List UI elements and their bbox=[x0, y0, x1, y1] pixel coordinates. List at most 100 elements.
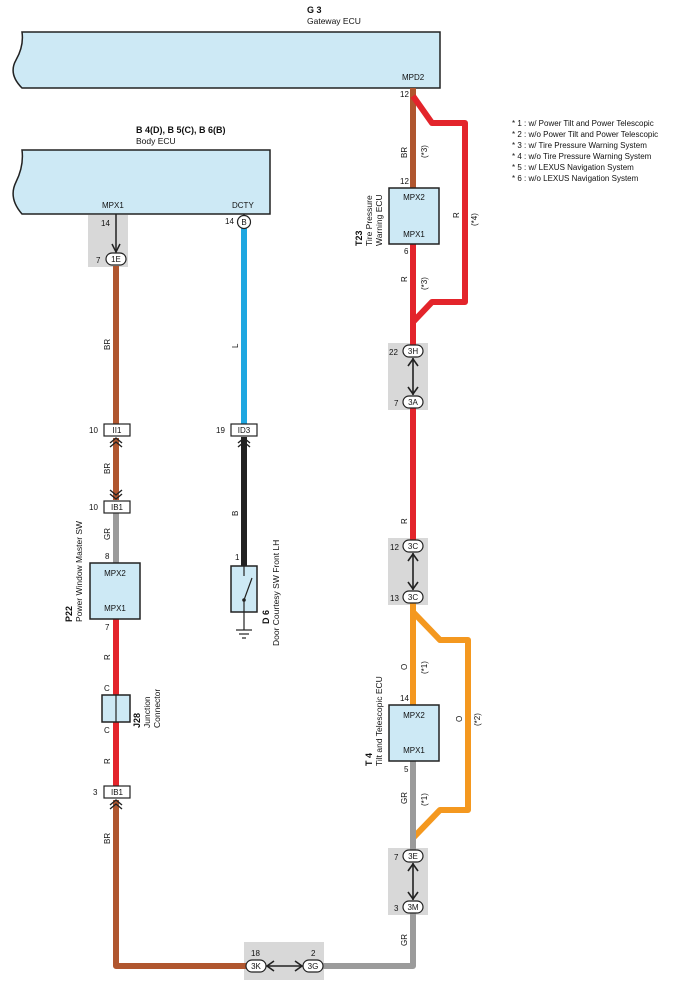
tire-pressure-warning-ecu: MPX2 MPX1 12 6 T23 Tire Pressure Warning… bbox=[354, 177, 440, 256]
body-ecu-code: B 4(D), B 5(C), B 6(B) bbox=[136, 125, 226, 135]
left-wiring bbox=[113, 228, 248, 969]
svg-text:3: 3 bbox=[394, 904, 399, 913]
svg-text:BR: BR bbox=[103, 339, 112, 350]
svg-text:MPX1: MPX1 bbox=[403, 746, 425, 755]
svg-text:R: R bbox=[103, 654, 112, 660]
gateway-code: G 3 bbox=[307, 5, 322, 15]
note-6: * 6 : w/o LEXUS Navigation System bbox=[512, 174, 639, 183]
svg-text:5: 5 bbox=[404, 765, 409, 774]
note-3: * 3 : w/ Tire Pressure Warning System bbox=[512, 141, 647, 150]
connector-b-dcty: B bbox=[236, 214, 252, 230]
notes-list: * 1 : w/ Power Tilt and Power Telescopic… bbox=[512, 119, 658, 183]
mpx1-drop bbox=[111, 214, 121, 254]
svg-text:3C: 3C bbox=[408, 593, 418, 602]
svg-text:P22: P22 bbox=[64, 606, 74, 622]
right-wiring bbox=[316, 88, 471, 969]
connector-3a: 3A 7 bbox=[394, 395, 424, 409]
tilt-telescopic-ecu: MPX2 MPX1 14 5 T 4 Tilt and Telescopic E… bbox=[364, 676, 440, 774]
svg-text:2: 2 bbox=[311, 949, 316, 958]
connector-1e: 1E 7 bbox=[96, 252, 127, 266]
svg-text:12: 12 bbox=[390, 543, 399, 552]
svg-text:(*2): (*2) bbox=[473, 713, 482, 726]
svg-text:BR: BR bbox=[400, 147, 409, 158]
svg-text:7: 7 bbox=[394, 399, 399, 408]
svg-text:IB1: IB1 bbox=[111, 788, 124, 797]
note-1: * 1 : w/ Power Tilt and Power Telescopic bbox=[512, 119, 654, 128]
connector-id3: ID3 19 bbox=[216, 423, 258, 448]
svg-text:Door Courtesy SW Front LH: Door Courtesy SW Front LH bbox=[271, 540, 281, 646]
body-ecu-pin-left: 14 bbox=[101, 219, 110, 228]
svg-text:Tilt and Telescopic ECU: Tilt and Telescopic ECU bbox=[374, 676, 384, 766]
connector-ii1: II1 10 bbox=[89, 423, 131, 448]
svg-text:BR: BR bbox=[103, 463, 112, 474]
note-4: * 4 : w/o Tire Pressure Warning System bbox=[512, 152, 652, 161]
svg-text:6: 6 bbox=[404, 247, 409, 256]
gateway-terminal: MPD2 bbox=[402, 73, 425, 82]
svg-text:Power Window Master SW: Power Window Master SW bbox=[74, 521, 84, 622]
svg-text:Warning ECU: Warning ECU bbox=[374, 194, 384, 246]
svg-text:(*1): (*1) bbox=[420, 661, 429, 674]
connector-links bbox=[265, 357, 419, 972]
svg-text:Tire Pressure: Tire Pressure bbox=[364, 195, 374, 246]
body-ecu-name: Body ECU bbox=[136, 136, 176, 146]
svg-text:J28: J28 bbox=[132, 713, 142, 728]
svg-text:(*3): (*3) bbox=[420, 277, 429, 290]
svg-text:7: 7 bbox=[394, 853, 399, 862]
power-window-master-sw: MPX2 MPX1 8 7 P22 Power Window Master SW bbox=[64, 521, 141, 632]
connector-3e: 3E 7 bbox=[394, 849, 424, 863]
svg-text:1: 1 bbox=[235, 553, 240, 562]
svg-text:ID3: ID3 bbox=[238, 426, 251, 435]
svg-text:7: 7 bbox=[96, 256, 101, 265]
svg-text:3: 3 bbox=[93, 788, 98, 797]
svg-text:GR: GR bbox=[400, 934, 409, 946]
svg-text:Connector: Connector bbox=[152, 689, 162, 728]
svg-text:MPX2: MPX2 bbox=[403, 193, 425, 202]
svg-text:(*4): (*4) bbox=[470, 213, 479, 226]
junction-connector: C C J28 Junction Connector bbox=[101, 684, 162, 735]
svg-text:3G: 3G bbox=[308, 962, 319, 971]
svg-text:B: B bbox=[241, 218, 246, 227]
svg-text:Junction: Junction bbox=[142, 696, 152, 728]
svg-text:12: 12 bbox=[400, 177, 409, 186]
svg-text:10: 10 bbox=[89, 503, 98, 512]
note-5: * 5 : w/ LEXUS Navigation System bbox=[512, 163, 634, 172]
svg-text:3M: 3M bbox=[407, 903, 418, 912]
wire-labels: BR (*3) R (*4) R (*3) R O (*1) O (*2) GR… bbox=[103, 145, 482, 946]
note-2: * 2 : w/o Power Tilt and Power Telescopi… bbox=[512, 130, 658, 139]
svg-text:3K: 3K bbox=[251, 962, 261, 971]
svg-text:R: R bbox=[400, 276, 409, 282]
connector-ib1-lower: IB1 3 bbox=[93, 785, 131, 810]
body-ecu: B 4(D), B 5(C), B 6(B) Body ECU MPX1 DCT… bbox=[12, 125, 271, 228]
svg-text:(*3): (*3) bbox=[420, 145, 429, 158]
svg-text:O: O bbox=[455, 716, 464, 722]
svg-text:BR: BR bbox=[103, 833, 112, 844]
svg-text:3A: 3A bbox=[408, 398, 418, 407]
svg-text:MPX1: MPX1 bbox=[104, 604, 126, 613]
ground-icon bbox=[236, 629, 252, 639]
connector-3c-top: 3C 12 bbox=[390, 539, 424, 553]
svg-text:19: 19 bbox=[216, 426, 225, 435]
svg-text:R: R bbox=[103, 758, 112, 764]
svg-text:GR: GR bbox=[103, 528, 112, 540]
svg-text:14: 14 bbox=[400, 694, 409, 703]
body-ecu-dcty: DCTY bbox=[232, 201, 254, 210]
svg-text:GR: GR bbox=[400, 792, 409, 804]
svg-text:MPX1: MPX1 bbox=[403, 230, 425, 239]
svg-text:3C: 3C bbox=[408, 542, 418, 551]
gateway-ecu: G 3 Gateway ECU MPD2 12 bbox=[12, 5, 441, 99]
svg-text:18: 18 bbox=[251, 949, 260, 958]
svg-text:3E: 3E bbox=[408, 852, 418, 861]
svg-text:C: C bbox=[104, 726, 110, 735]
connector-ib1-upper: IB1 10 bbox=[89, 489, 131, 514]
door-courtesy-switch: 1 D 6 Door Courtesy SW Front LH bbox=[230, 540, 281, 646]
svg-text:R: R bbox=[400, 518, 409, 524]
svg-text:II1: II1 bbox=[113, 426, 122, 435]
svg-text:(*1): (*1) bbox=[420, 793, 429, 806]
switch-contact-icon bbox=[243, 577, 253, 601]
svg-text:7: 7 bbox=[105, 623, 110, 632]
connector-3m: 3M 3 bbox=[394, 900, 424, 914]
connector-3h: 3H 22 bbox=[389, 344, 424, 358]
svg-text:B: B bbox=[231, 511, 240, 516]
gateway-name: Gateway ECU bbox=[307, 16, 361, 26]
